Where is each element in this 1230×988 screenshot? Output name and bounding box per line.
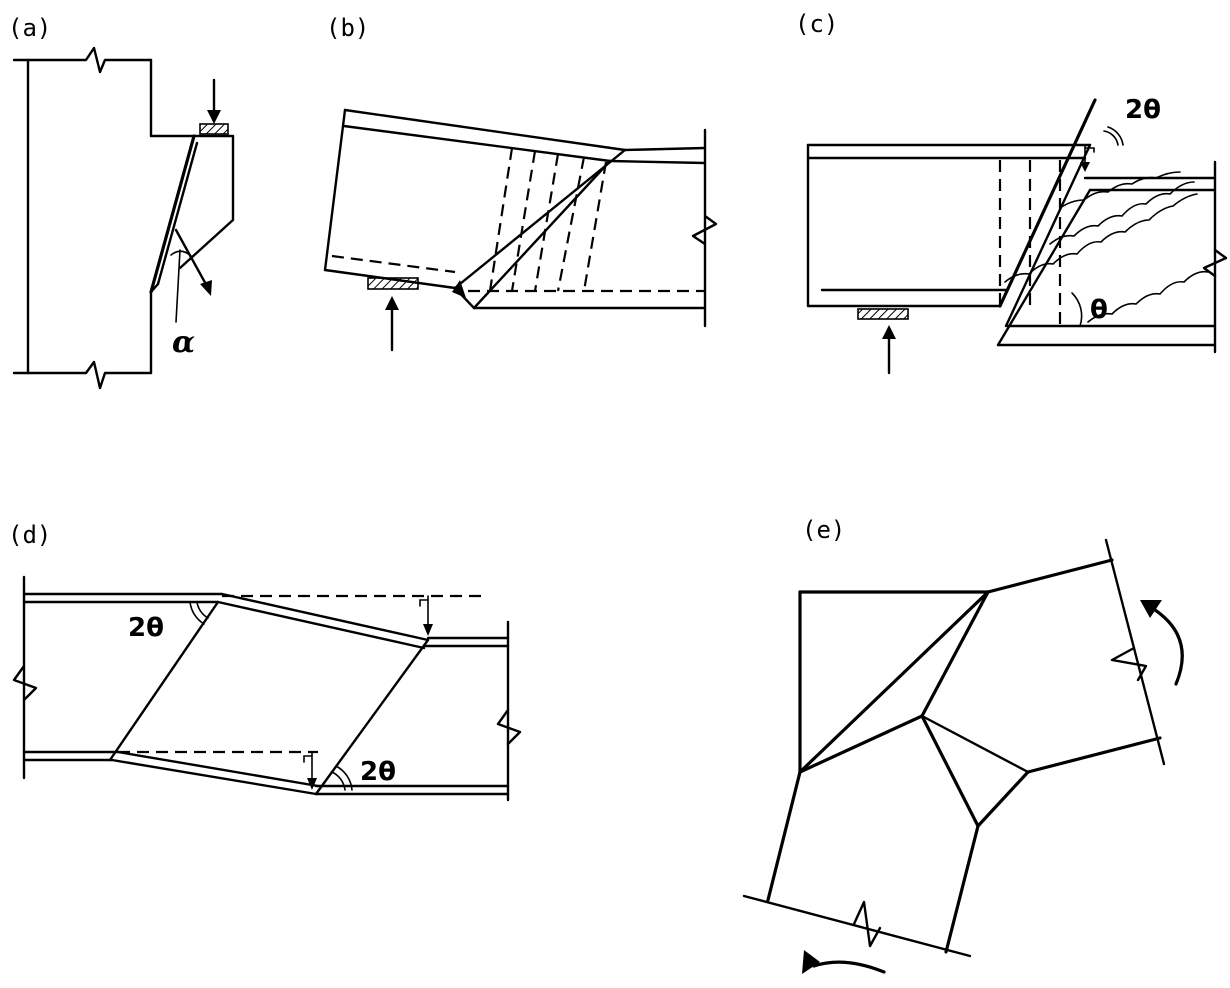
alpha-arc (170, 250, 192, 257)
angle-2theta-top: 2θ (128, 601, 209, 643)
reaction-arrow (882, 325, 896, 375)
beam-end-right (1104, 538, 1166, 766)
column-outline (12, 46, 196, 390)
panel-b-label: (b) (326, 14, 369, 42)
panel-d: (d) (8, 521, 522, 802)
right-angle-marker-bottom (303, 751, 317, 790)
alpha-leader (175, 249, 181, 323)
panel-d-label: (d) (8, 521, 51, 549)
beam-end-bottom (742, 894, 972, 958)
beam-right-part (468, 128, 718, 328)
beam-left-part (12, 575, 224, 780)
angle-2theta-bottom: 2θ (331, 757, 396, 791)
panel-e: (e) (742, 516, 1184, 974)
corbel-outline (149, 134, 235, 294)
beam-left-part (806, 143, 1092, 308)
angle-2theta: 2θ (1103, 95, 1161, 146)
panel-a-label: (a) (8, 14, 51, 42)
reaction-arrow (385, 296, 399, 352)
angle-theta-label: θ (1090, 295, 1108, 325)
beam-left-part (323, 108, 627, 290)
joint-outline (766, 558, 1162, 954)
panel-b: (b) (323, 14, 718, 352)
right-angle-marker-top (419, 595, 433, 636)
panel-c: (c) (795, 10, 1228, 375)
beam-right-part (314, 620, 522, 802)
panel-a: (a) α (8, 14, 235, 390)
internal-fracture-lines (798, 590, 1030, 828)
wavy-cracks (1004, 171, 1209, 323)
shear-band (108, 592, 488, 796)
moment-arrow-bottom (802, 950, 886, 974)
angle-2theta-label: 2θ (1125, 95, 1161, 125)
stirrups (488, 147, 608, 292)
crack-plane (452, 148, 627, 310)
bearing-plate (199, 123, 229, 135)
load-arrow (207, 78, 221, 124)
right-angle-marker (1080, 144, 1095, 172)
angle-2theta-bottom-label: 2θ (360, 757, 396, 787)
angle-2theta-top-label: 2θ (128, 613, 164, 643)
bearing-plate (857, 308, 909, 320)
beam-right-part (996, 160, 1228, 354)
alpha-symbol: α (172, 325, 195, 360)
panel-e-label: (e) (802, 516, 845, 544)
angle-theta: θ (1071, 292, 1108, 327)
force-arrow (174, 228, 212, 296)
shear-band (996, 98, 1097, 347)
panel-c-label: (c) (795, 10, 838, 38)
bearing-plate (367, 277, 419, 290)
moment-arrow-top (1140, 600, 1184, 686)
